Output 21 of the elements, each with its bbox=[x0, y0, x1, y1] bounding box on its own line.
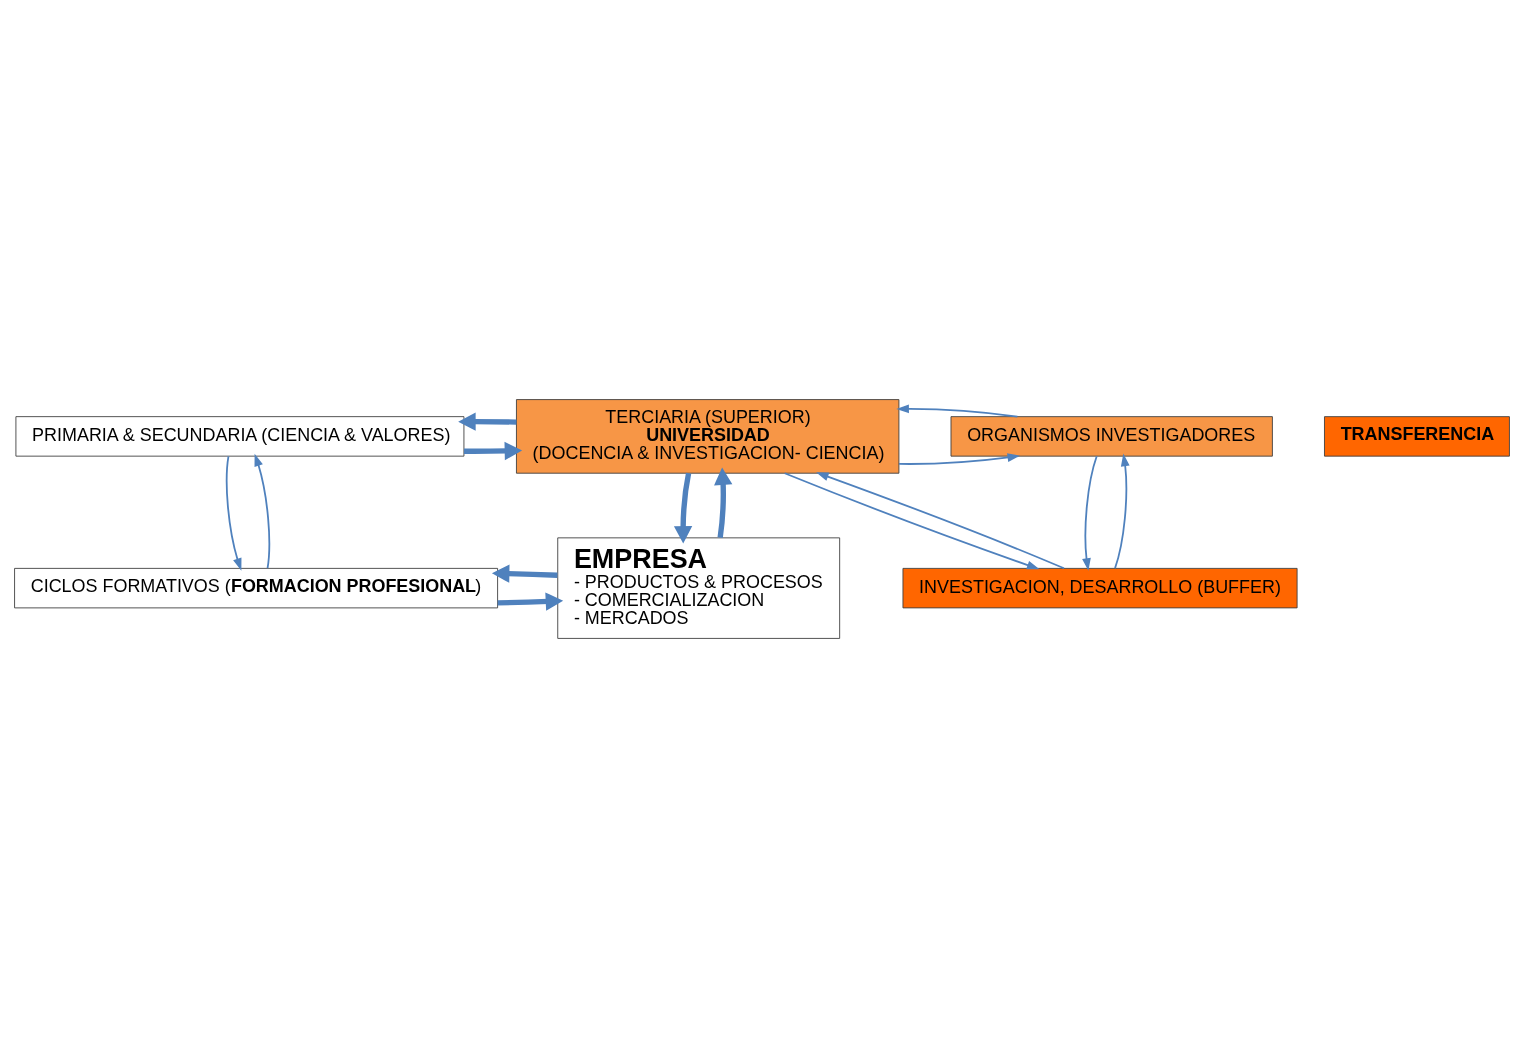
node-box: PRIMARIA & SECUNDARIA (CIENCIA & VALORES) bbox=[15, 416, 465, 457]
arrow bbox=[1082, 455, 1098, 571]
arrow bbox=[497, 592, 564, 611]
arrow bbox=[254, 453, 271, 570]
arrow bbox=[673, 472, 693, 544]
node-box: TERCIARIA (SUPERIOR) UNIVERSIDAD (DOCENCIA & INVESTIGACION- CIENCIA) bbox=[516, 399, 900, 474]
arrow bbox=[783, 472, 1040, 570]
arrow bbox=[1114, 453, 1130, 570]
arrow bbox=[491, 564, 558, 583]
node-box: EMPRESA - PRODUCTOS & PROCESOS - COMERCIALIZACION - MERCADOS bbox=[557, 537, 841, 639]
arrow bbox=[225, 455, 242, 571]
arrow bbox=[714, 467, 733, 539]
node-box: INVESTIGACION, DESARROLLO (BUFFER) bbox=[902, 567, 1298, 609]
node-box: ORGANISMOS INVESTIGADORES bbox=[950, 416, 1273, 457]
arrow bbox=[463, 441, 523, 461]
arrow bbox=[458, 412, 517, 431]
node-box: TRANSFERENCIA bbox=[1324, 416, 1510, 457]
arrow bbox=[896, 404, 1019, 418]
arrow bbox=[816, 472, 1065, 570]
arrow bbox=[898, 453, 1021, 465]
node-box: CICLOS FORMATIVOS (FORMACION PROFESIONAL) bbox=[14, 567, 499, 609]
